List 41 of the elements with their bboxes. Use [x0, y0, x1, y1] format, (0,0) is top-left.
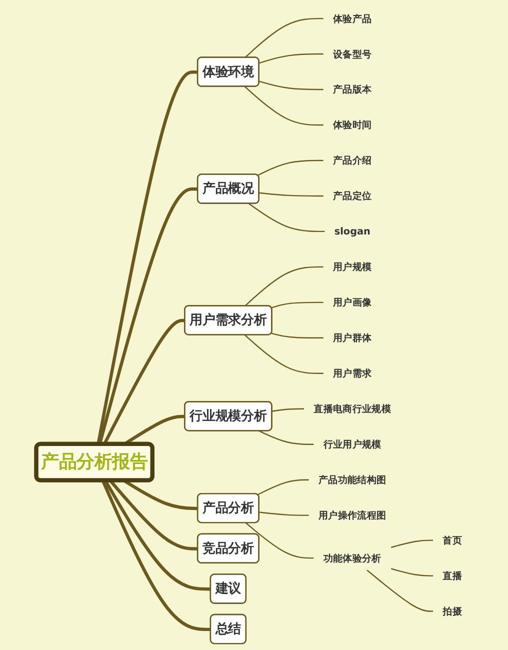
connector [244, 266, 324, 306]
node-text: 产品功能结构图 [318, 474, 386, 486]
connector [98, 187, 198, 445]
node-text: 行业用户规模 [323, 438, 382, 450]
connector [366, 570, 434, 612]
connector [101, 480, 211, 632]
node-text: 拍摄 [442, 606, 462, 617]
connector [244, 334, 324, 374]
node-text: 首页 [442, 534, 462, 546]
connector [257, 160, 324, 176]
connector [390, 568, 434, 576]
connector [244, 86, 324, 126]
connector [246, 522, 314, 559]
node-text: 用户画像 [333, 296, 372, 308]
node-text: 产品介绍 [333, 154, 372, 166]
node-text: 体验产品 [333, 12, 372, 24]
connector [257, 479, 309, 496]
node-text: 设备型号 [333, 48, 372, 60]
connector [244, 18, 324, 58]
connector [259, 430, 314, 445]
node-text: 用户群体 [333, 332, 372, 344]
connector [259, 512, 309, 516]
node-text: 直播 [442, 570, 462, 582]
connector [259, 80, 324, 90]
connector [248, 203, 325, 232]
connector [259, 192, 324, 197]
node-text: 产品版本 [333, 84, 372, 96]
connector [272, 408, 304, 412]
node-text: 体验时间 [333, 119, 372, 131]
connector [271, 332, 324, 338]
node-text: 产品定位 [333, 190, 372, 202]
node-text: slogan [334, 226, 370, 238]
connector [271, 302, 324, 308]
connector [96, 70, 198, 445]
connector [259, 53, 324, 64]
node-text: 功能体验分析 [323, 552, 382, 564]
node-text: 直播电商行业规模 [314, 403, 392, 415]
connector [390, 540, 434, 548]
node-text: 用户需求 [333, 368, 372, 380]
node-text: 用户操作流程图 [318, 510, 386, 521]
node-text: 用户规模 [333, 261, 372, 273]
